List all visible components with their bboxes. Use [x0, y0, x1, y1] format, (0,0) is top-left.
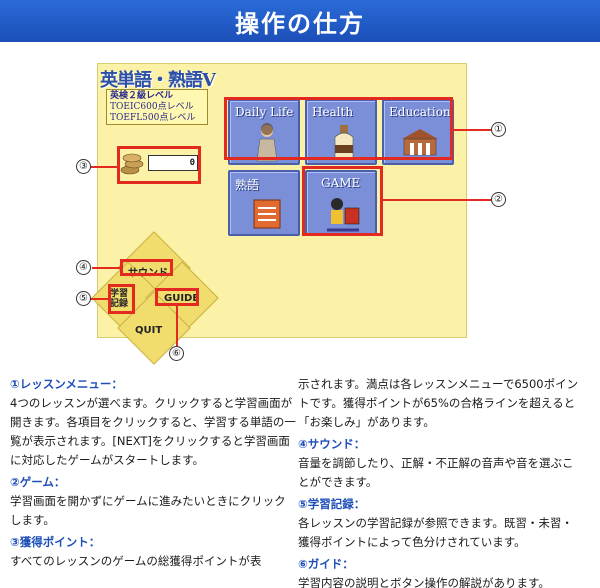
app-title: 英単語・熟語Ⅴ	[100, 70, 216, 91]
callout-2: ②	[491, 192, 506, 207]
record-button[interactable]: 学習 記録	[110, 289, 129, 309]
highlight-game	[302, 166, 383, 236]
callout-line	[176, 306, 178, 346]
game-character-icon	[327, 198, 360, 232]
menu-item-health[interactable]: Health	[305, 99, 377, 165]
callout-line	[91, 166, 117, 168]
bottle-icon	[334, 125, 354, 160]
level-line: TOEIC600点レベル	[110, 102, 194, 112]
level-line: 英検２級レベル	[110, 91, 174, 101]
section-body: 4つのレッスンが選べます。クリックすると学習画面が開きます。各項目をクリックする…	[10, 396, 296, 467]
menu-item-daily-life[interactable]: Daily Life	[228, 99, 300, 165]
section-body: 学習内容の説明とボタン操作の解説があります。	[298, 576, 550, 588]
guide-button[interactable]: GUIDE	[164, 293, 200, 304]
header-bar: 操作の仕方	[0, 0, 600, 42]
menu-item-idioms[interactable]: 熟語	[228, 170, 300, 236]
menu-item-label: 熟語	[235, 178, 260, 192]
section-body: 示されます。満点は各レッスンメニューで6500ポイントです。獲得ポイントが65%…	[298, 377, 579, 429]
callout-6: ⑥	[169, 346, 184, 361]
section-heading: ③獲得ポイント：	[10, 535, 101, 549]
menu-item-education[interactable]: Education	[382, 99, 454, 165]
highlight-record	[108, 284, 135, 314]
page-title: 操作の仕方	[235, 10, 365, 38]
section-body: 各レッスンの学習記録が参照できます。既習・未習・獲得ポイントによって色分けされて…	[298, 516, 573, 549]
building-icon	[402, 129, 438, 156]
menu-item-label: GAME	[321, 176, 361, 190]
level-box: 英検２級レベル TOEIC600点レベル TOEFL500点レベル	[106, 89, 208, 125]
coins-icon	[120, 153, 144, 175]
highlight-guide	[155, 288, 199, 306]
person-icon	[256, 123, 278, 162]
right-column: 示されます。満点は各レッスンメニューで6500ポイントです。獲得ポイントが65%…	[298, 375, 584, 588]
section-heading: ④サウンド：	[298, 437, 366, 451]
level-line: TOEFL500点レベル	[110, 113, 196, 123]
menu-item-game[interactable]: GAME	[305, 170, 377, 236]
quit-button[interactable]: QUIT	[135, 325, 163, 336]
section-heading: ⑥ガイド：	[298, 557, 354, 571]
points-display: 0	[120, 152, 200, 176]
highlight-lesson-menu	[224, 97, 453, 160]
book-stack-icon	[253, 199, 281, 229]
callout-line	[92, 267, 120, 269]
callout-5: ⑤	[76, 291, 91, 306]
callout-line	[383, 199, 491, 201]
points-value: 0	[148, 155, 198, 171]
highlight-sound	[120, 259, 173, 276]
menu-item-label: Education	[389, 105, 451, 119]
callout-1: ①	[491, 122, 506, 137]
callout-line	[90, 298, 108, 300]
section-heading: ①レッスンメニュー：	[10, 377, 123, 391]
left-column: ①レッスンメニュー： 4つのレッスンが選べます。クリックすると学習画面が開きます…	[10, 375, 296, 574]
section-body: 学習画面を開かずにゲームに進みたいときにクリックします。	[10, 494, 286, 527]
callout-line	[453, 129, 491, 131]
callout-3: ③	[76, 159, 91, 174]
section-heading: ⑤学習記録：	[298, 497, 366, 511]
callout-4: ④	[76, 260, 91, 275]
menu-item-label: Health	[312, 105, 354, 119]
menu-item-label: Daily Life	[235, 105, 294, 119]
highlight-points	[117, 146, 201, 184]
section-body: すべてのレッスンのゲームの総獲得ポイントが表	[10, 554, 262, 568]
section-heading: ②ゲーム：	[10, 475, 66, 489]
section-body: 音量を調節したり、正解・不正解の音声や音を選ぶことができます。	[298, 456, 574, 489]
